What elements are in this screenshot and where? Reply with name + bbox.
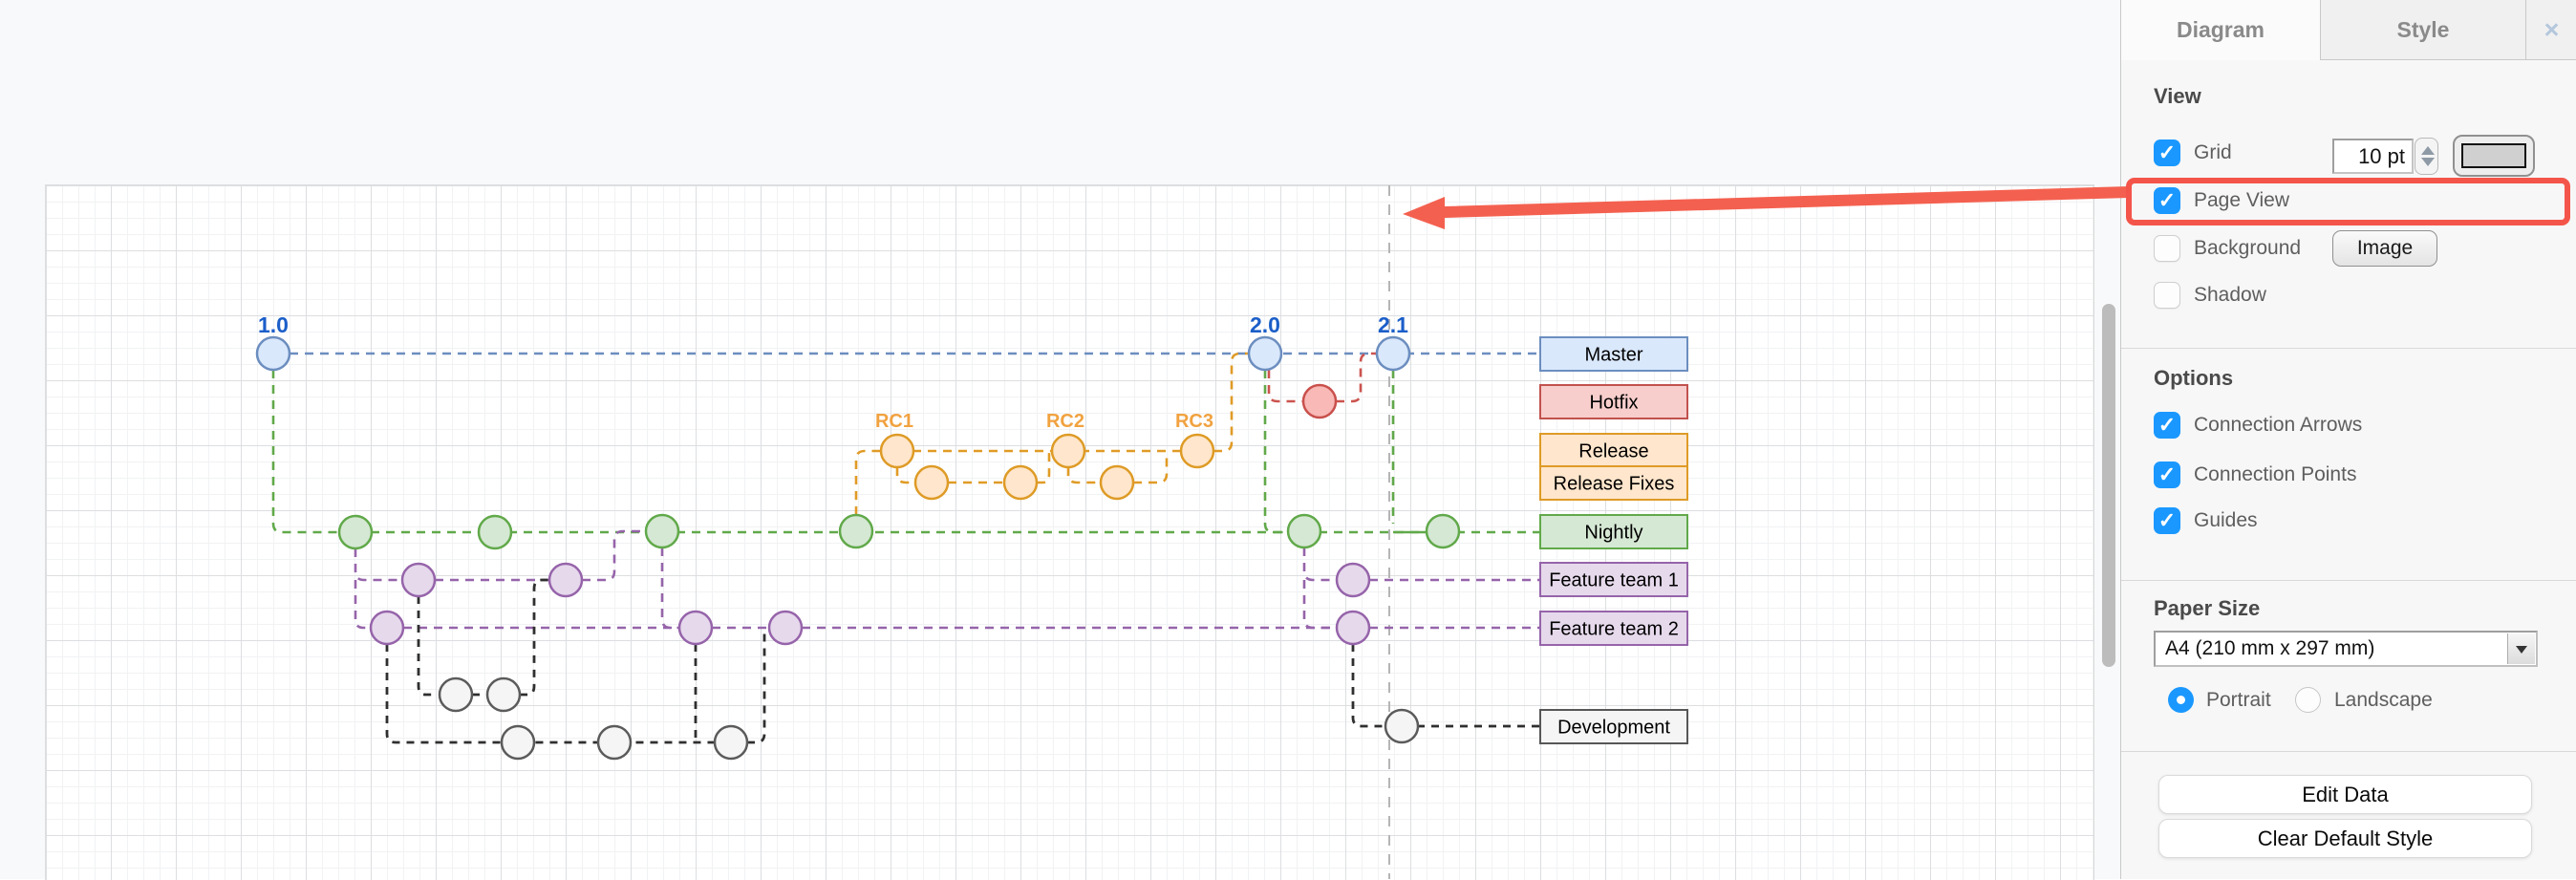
grid-label: Grid [2194,141,2232,163]
grid-color-button[interactable] [2453,135,2535,177]
background-checkbox[interactable] [2154,235,2180,262]
page-view-label: Page View [2194,189,2290,211]
background-image-button[interactable]: Image [2332,230,2437,267]
connection-arrows-checkbox[interactable] [2154,412,2180,439]
format-tabbar: Diagram Style × [2121,0,2576,61]
stepper-down-icon[interactable] [2421,158,2435,166]
grid-checkbox[interactable] [2154,140,2180,166]
annotation-highlight-box [2126,178,2570,225]
stepper-up-icon[interactable] [2421,146,2435,155]
connection-points-label: Connection Points [2194,463,2357,485]
portrait-label: Portrait [2206,689,2271,711]
page-grid[interactable] [45,184,2094,880]
drawing-canvas[interactable] [0,0,2120,880]
grid-color-swatch [2461,143,2526,168]
guides-label: Guides [2194,509,2258,531]
page-view-checkbox[interactable] [2154,187,2180,214]
options-section-header: Options [2154,366,2234,390]
grid-size-input[interactable]: 10 pt [2332,139,2414,174]
vertical-scrollbar-thumb[interactable] [2102,304,2115,667]
paper-size-value: A4 (210 mm x 297 mm) [2165,637,2375,659]
close-panel-icon[interactable]: × [2525,0,2576,60]
clear-default-style-button[interactable]: Clear Default Style [2158,819,2532,858]
tab-style[interactable]: Style [2320,0,2525,60]
format-panel: Diagram Style × View Grid 10 pt Page Vie… [2120,0,2576,879]
select-dropdown-icon[interactable] [2507,633,2535,664]
landscape-label: Landscape [2334,689,2433,711]
view-section-header: View [2154,84,2201,108]
portrait-radio[interactable] [2168,687,2194,713]
section-divider [2121,751,2576,752]
tab-diagram[interactable]: Diagram [2121,0,2320,60]
connection-points-checkbox[interactable] [2154,461,2180,488]
section-divider [2121,580,2576,581]
edit-data-button[interactable]: Edit Data [2158,775,2532,814]
grid-size-stepper[interactable] [2415,138,2438,175]
background-label: Background [2194,237,2302,259]
landscape-radio[interactable] [2295,687,2321,713]
section-divider [2121,348,2576,349]
paper-size-header: Paper Size [2154,596,2261,620]
connection-arrows-label: Connection Arrows [2194,414,2363,436]
shadow-checkbox[interactable] [2154,282,2180,309]
paper-size-select[interactable]: A4 (210 mm x 297 mm) [2154,631,2538,667]
guides-checkbox[interactable] [2154,507,2180,534]
shadow-label: Shadow [2194,284,2266,306]
